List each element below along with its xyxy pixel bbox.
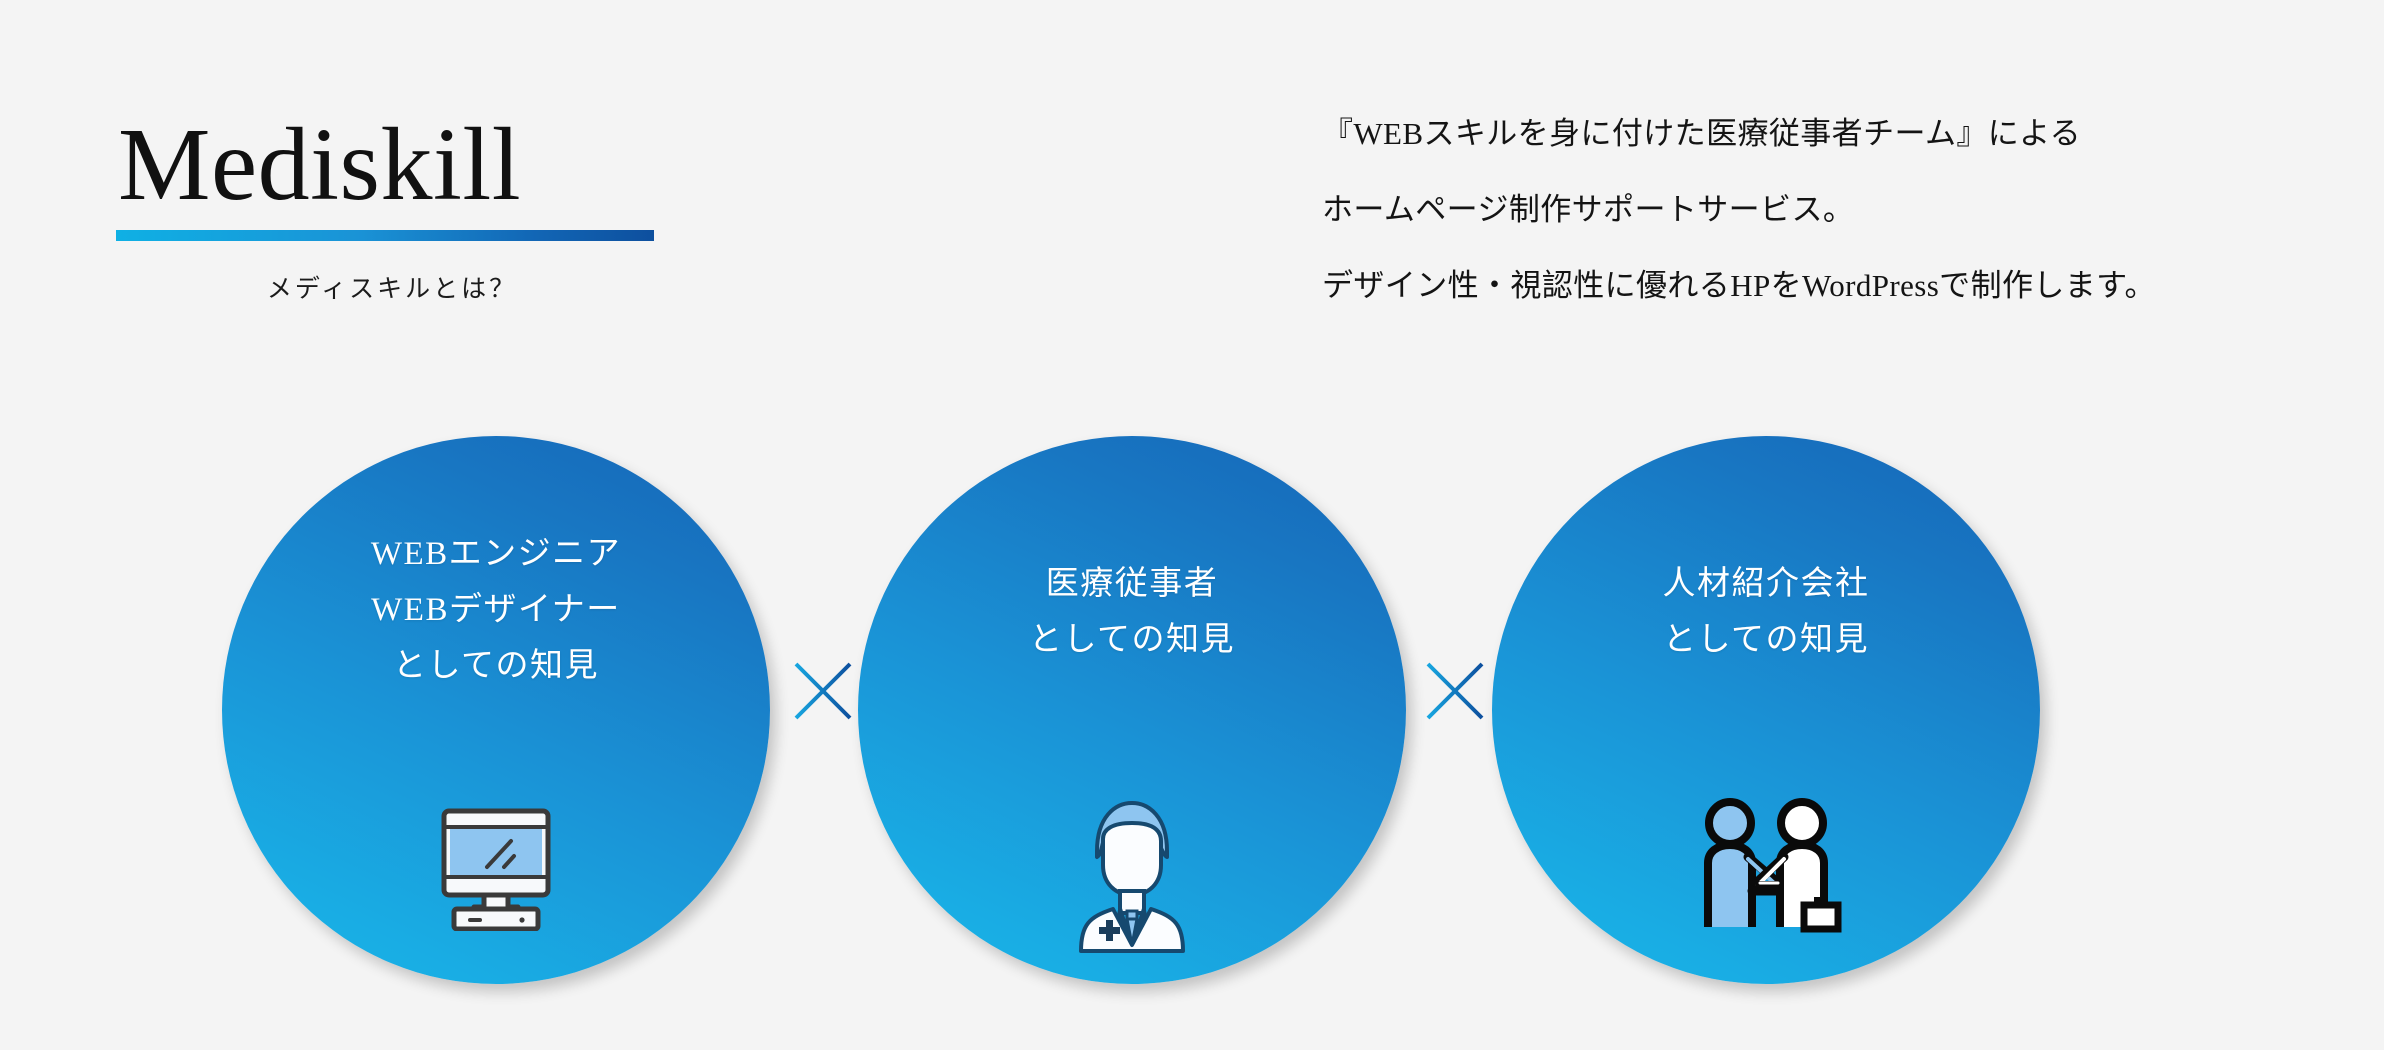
doctor-icon xyxy=(1063,795,1201,958)
circle-line: としての知見 xyxy=(392,648,599,684)
circle-web-engineer-label: WEBエンジニア WEBデザイナー としての知見 xyxy=(371,436,621,694)
circle-line: としての知見 xyxy=(1028,622,1235,658)
lead-line-2: ホームページ制作サポートサービス。 xyxy=(1322,192,1855,227)
page-title: Mediskill xyxy=(118,107,522,222)
circle-line: 医療従事者 xyxy=(1045,566,1219,602)
circle-staffing-agency-label: 人材紹介会社 としての知見 xyxy=(1663,436,1870,668)
lead-line-1: 『WEBスキルを身に付けた医療従事者チーム』による xyxy=(1322,116,2082,151)
brand-underline-rule xyxy=(116,230,654,242)
lead-line-3: デザイン性・視認性に優れるHPをWordPressで制作します。 xyxy=(1322,268,2156,303)
circle-line: WEBデザイナー xyxy=(371,592,621,628)
circle-line: としての知見 xyxy=(1662,622,1869,658)
circle-medical-worker[interactable]: 医療従事者 としての知見 xyxy=(858,436,1406,984)
circle-medical-worker-label: 医療従事者 としての知見 xyxy=(1029,436,1235,668)
circle-line: 人材紹介会社 xyxy=(1662,566,1870,602)
circle-web-engineer[interactable]: WEBエンジニア WEBデザイナー としての知見 xyxy=(222,436,770,984)
circle-staffing-agency[interactable]: 人材紹介会社 としての知見 xyxy=(1492,436,2040,984)
brand-block: Mediskill メディスキルとは？ xyxy=(112,107,672,305)
desktop-monitor-icon xyxy=(432,805,560,936)
expertise-circles: WEBエンジニア WEBデザイナー としての知見 xyxy=(0,436,2384,996)
circle-line: WEBエンジニア xyxy=(370,536,622,572)
brand-subtitle: メディスキルとは？ xyxy=(266,276,518,304)
separator-cross-1: X xyxy=(792,660,854,722)
separator-cross-2: X xyxy=(1424,660,1486,722)
lead-paragraph: 『WEBスキルを身に付けた医療従事者チーム』による ホームページ制作サポートサー… xyxy=(1322,96,2362,324)
handshake-icon xyxy=(1690,797,1842,942)
